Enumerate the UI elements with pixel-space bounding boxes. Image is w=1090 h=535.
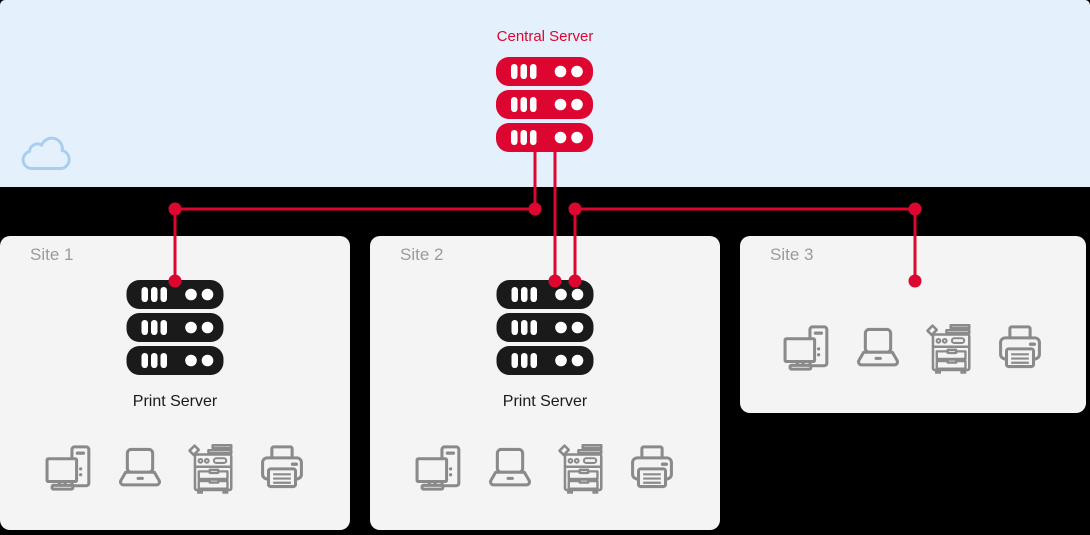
- desktop-computer-icon: [42, 440, 96, 496]
- site-3-device-row: [740, 320, 1086, 376]
- site-2-print-server-label: Print Server: [502, 393, 588, 410]
- site-1-device-row: [0, 440, 350, 496]
- site-1-print-server-label: Print Server: [132, 393, 218, 410]
- site-1-label: Site 1: [30, 245, 74, 264]
- cloud-region: Central Server: [0, 0, 1090, 187]
- site-2-print-server-icon: [497, 280, 594, 375]
- central-server-stack-icon: [496, 57, 593, 152]
- site-2-device-row: [370, 440, 720, 496]
- printer-icon: [255, 440, 309, 496]
- central-server-label: Central Server: [496, 28, 594, 45]
- site-2-card: Site 2 Print Server: [370, 236, 720, 530]
- laptop-icon: [851, 320, 905, 376]
- cloud-icon: [18, 134, 76, 174]
- site-1-print-server-icon: [127, 280, 224, 375]
- site-3-card: Site 3: [740, 236, 1086, 413]
- copier-icon: [184, 440, 238, 496]
- desktop-computer-icon: [412, 440, 466, 496]
- copier-icon: [922, 320, 976, 376]
- site-2-label: Site 2: [400, 245, 444, 264]
- laptop-icon: [483, 440, 537, 496]
- printer-icon: [993, 320, 1047, 376]
- laptop-icon: [113, 440, 167, 496]
- site-1-card: Site 1 Print Server: [0, 236, 350, 530]
- desktop-computer-icon: [780, 320, 834, 376]
- printer-icon: [625, 440, 679, 496]
- copier-icon: [554, 440, 608, 496]
- site-3-label: Site 3: [770, 245, 814, 264]
